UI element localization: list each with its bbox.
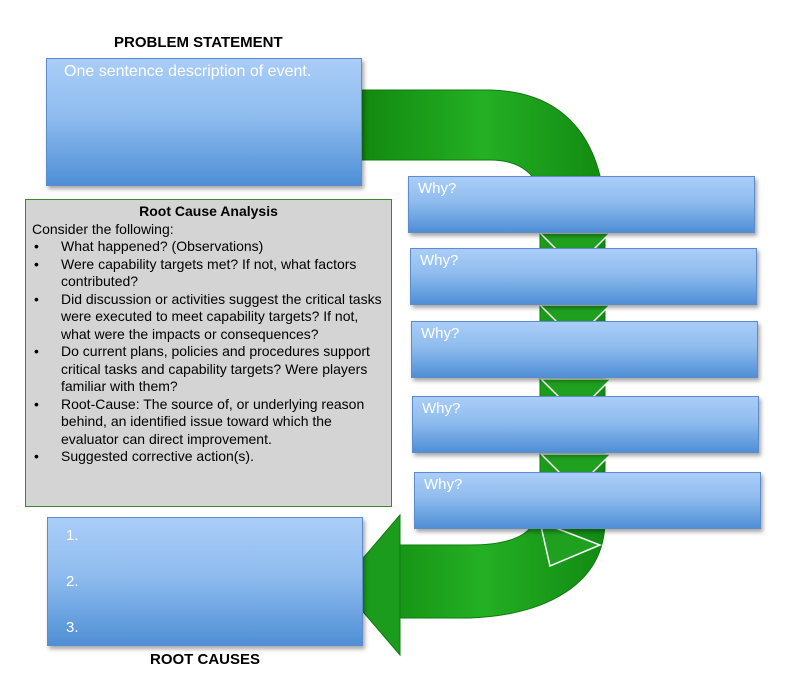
bullet-icon: • [34,255,39,272]
why-label: Why? [424,476,463,493]
cause-item-2: 2. [66,573,79,590]
problem-statement-box: One sentence description of event. [46,58,362,186]
list-item: •What happened? (Observations) [34,238,264,254]
list-item: •Do current plans, policies and procedur… [34,343,370,394]
rca-list: •What happened? (Observations) •Were cap… [26,238,391,466]
cause-item-1: 1. [66,527,79,544]
chevron-down-icon [539,453,613,491]
list-item: •Did discussion or activities suggest th… [34,290,382,342]
problem-heading: PROBLEM STATEMENT [114,34,283,51]
rca-title: Root Cause Analysis [139,203,278,219]
root-cause-analysis-panel: Root Cause Analysis Consider the followi… [25,199,392,507]
why-box-2: Why? [410,248,757,305]
bullet-icon: • [34,290,39,307]
why-box-5: Why? [414,472,761,529]
root-causes-heading: ROOT CAUSES [150,651,261,668]
why-label: Why? [418,180,457,197]
why-label: Why? [420,252,459,269]
problem-statement-text: One sentence description of event. [64,63,312,80]
list-item: •Suggested corrective action(s). [34,448,254,464]
bullet-icon: • [34,448,39,464]
why-box-1: Why? [408,176,755,233]
list-item: •Were capability targets met? If not, wh… [34,255,357,290]
chevron-left-icon [538,520,603,568]
bullet-icon: • [34,343,39,359]
cause-item-3: 3. [66,619,79,636]
root-causes-box: 1. 2. 3. [47,517,363,646]
why-label: Why? [421,325,460,342]
arrow-head [339,513,401,657]
bullet-icon: • [34,238,39,254]
why-box-4: Why? [412,396,759,453]
why-box-3: Why? [411,321,758,378]
rca-intro: Consider the following: [32,220,174,237]
bullet-icon: • [34,395,39,412]
why-label: Why? [422,400,461,417]
list-item: •Root-Cause: The source of, or underlyin… [34,395,365,447]
